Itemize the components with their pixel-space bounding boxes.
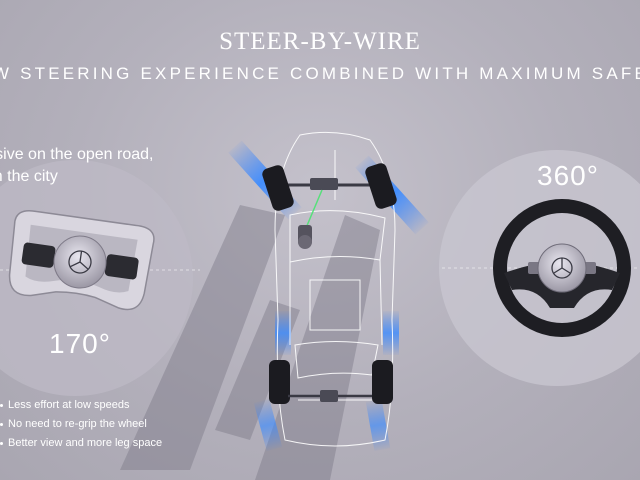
benefit-text: Less effort at low speeds	[8, 399, 130, 411]
wheel-angle-label: 360°	[537, 160, 599, 191]
benefit-text: No need to re-grip the wheel	[8, 418, 147, 430]
car-outline	[274, 131, 396, 447]
list-item: No need to re-grip the wheel	[0, 415, 200, 434]
tagline-line-2: agile in the city	[0, 168, 58, 185]
tagline-line-1: Responsive on the open road,	[0, 146, 154, 163]
bullet-dot-icon	[0, 404, 3, 407]
yoke-steering-wheel	[8, 210, 155, 311]
tagline: Responsive on the open road, agile in th…	[0, 144, 226, 188]
bullet-dot-icon	[0, 442, 3, 445]
benefits-list: Less effort at low speeds No need to re-…	[0, 396, 200, 453]
bullet-dot-icon	[0, 423, 3, 426]
page-subtitle: NEW STEERING EXPERIENCE COMBINED WITH MA…	[0, 64, 640, 83]
subtitle-container: NEW STEERING EXPERIENCE COMBINED WITH MA…	[0, 64, 640, 90]
yoke-angle-label: 170°	[49, 328, 111, 359]
round-steering-wheel	[493, 199, 631, 337]
tires	[262, 163, 397, 404]
list-item: Less effort at low speeds	[0, 396, 200, 415]
benefit-text: Better view and more leg space	[8, 437, 163, 449]
page-title: STEER-BY-WIRE	[219, 28, 421, 55]
front-axle	[282, 178, 378, 249]
list-item: Better view and more leg space	[0, 434, 200, 453]
rear-axle	[288, 390, 372, 402]
